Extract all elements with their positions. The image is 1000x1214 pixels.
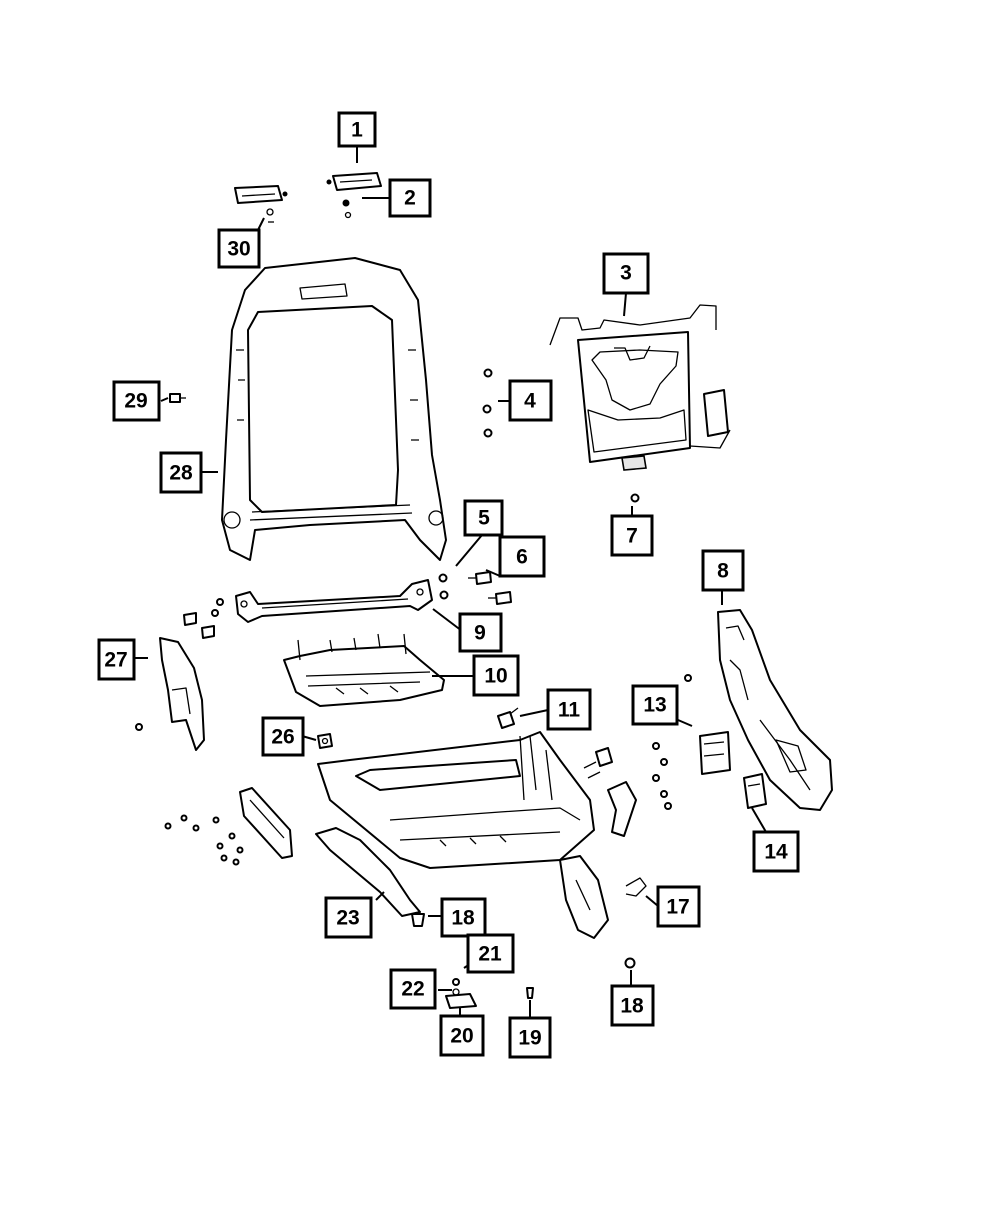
callout-5-label: 5 (478, 507, 490, 530)
part-30-bracket (234, 185, 288, 223)
callout-2-label: 2 (404, 187, 416, 210)
part-29-screw (169, 393, 186, 403)
callout-7-label: 7 (626, 525, 638, 548)
part-3-lumbar-mat (549, 304, 731, 471)
part-22-washer (452, 978, 460, 996)
part-10-seat-pan (283, 633, 445, 707)
callout-17: 17 (656, 885, 701, 928)
callout-26: 26 (261, 716, 305, 757)
callout-14-label: 14 (764, 841, 788, 864)
callout-18a-label: 18 (451, 907, 475, 930)
callout-4-label: 4 (524, 390, 536, 413)
callout-18b-label: 18 (620, 995, 644, 1018)
callout-20: 20 (439, 1014, 485, 1057)
callout-17-label: 17 (666, 896, 689, 919)
part-28-seatback-frame (221, 257, 447, 561)
part-13-module (652, 731, 731, 810)
callout-7: 7 (610, 514, 654, 557)
callout-27: 27 (97, 638, 136, 681)
part-27-side-shield (135, 637, 205, 751)
callout-18a: 18 (440, 897, 487, 938)
callout-28-label: 28 (169, 462, 193, 485)
part-26-bracket (317, 733, 333, 749)
callout-3-label: 3 (620, 262, 632, 285)
part-7-nut (630, 493, 640, 503)
callout-4: 4 (508, 379, 553, 422)
part-2-clip (342, 199, 352, 219)
callout-13-label: 13 (643, 694, 666, 717)
part-8-outer-shield (684, 609, 833, 811)
callout-21-label: 21 (478, 943, 502, 966)
callout-11-label: 11 (558, 699, 581, 722)
callout-23-label: 23 (336, 907, 359, 930)
part-9-bolts (183, 598, 224, 639)
part-6-bolts (468, 571, 512, 605)
callout-19-label: 19 (518, 1027, 541, 1050)
part-20-plate (445, 993, 477, 1009)
callout-8: 8 (701, 549, 745, 592)
callout-10: 10 (472, 654, 520, 697)
callout-10-label: 10 (484, 665, 507, 688)
callout-1-label: 1 (351, 119, 363, 142)
callout-29: 29 (112, 380, 161, 422)
callout-13: 13 (631, 684, 679, 726)
callout-22-label: 22 (401, 978, 424, 1001)
part-1-bracket (326, 172, 382, 191)
part-17-clip (625, 877, 647, 897)
callout-11: 11 (546, 688, 592, 731)
part-5-nuts (438, 573, 449, 600)
part-18-pin-right (624, 957, 636, 969)
part-18-pin-left (411, 913, 425, 927)
callout-2: 2 (388, 178, 432, 218)
callout-8-label: 8 (717, 560, 729, 583)
callout-5: 5 (463, 499, 504, 537)
part-recliner-mechanism (583, 747, 637, 837)
callout-20-label: 20 (450, 1025, 473, 1048)
part-9-crossbar (235, 579, 433, 623)
callout-30: 30 (217, 228, 261, 269)
part-seat-bracket-left (164, 787, 293, 866)
callout-19: 19 (508, 1016, 552, 1059)
callout-26-label: 26 (271, 726, 294, 749)
callout-6-label: 6 (516, 546, 528, 569)
callout-3: 3 (602, 252, 650, 295)
callout-6: 6 (498, 535, 546, 578)
callout-28: 28 (159, 451, 203, 494)
callout-23: 23 (324, 896, 373, 939)
part-4-fasteners (482, 368, 493, 438)
part-14-switch (743, 773, 767, 809)
callout-29-label: 29 (124, 390, 147, 413)
callout-22: 22 (389, 968, 437, 1010)
part-23-seat-track (315, 731, 609, 939)
callout-14: 14 (752, 830, 800, 873)
part-11-clip (497, 707, 519, 729)
part-19-screw (526, 987, 534, 999)
callout-27-label: 27 (104, 649, 127, 672)
callout-1: 1 (337, 111, 377, 148)
callout-18b: 18 (610, 984, 655, 1027)
callout-30-label: 30 (227, 238, 250, 261)
callout-21: 21 (466, 933, 515, 974)
callout-9: 9 (458, 612, 503, 653)
callout-9-label: 9 (474, 622, 486, 645)
